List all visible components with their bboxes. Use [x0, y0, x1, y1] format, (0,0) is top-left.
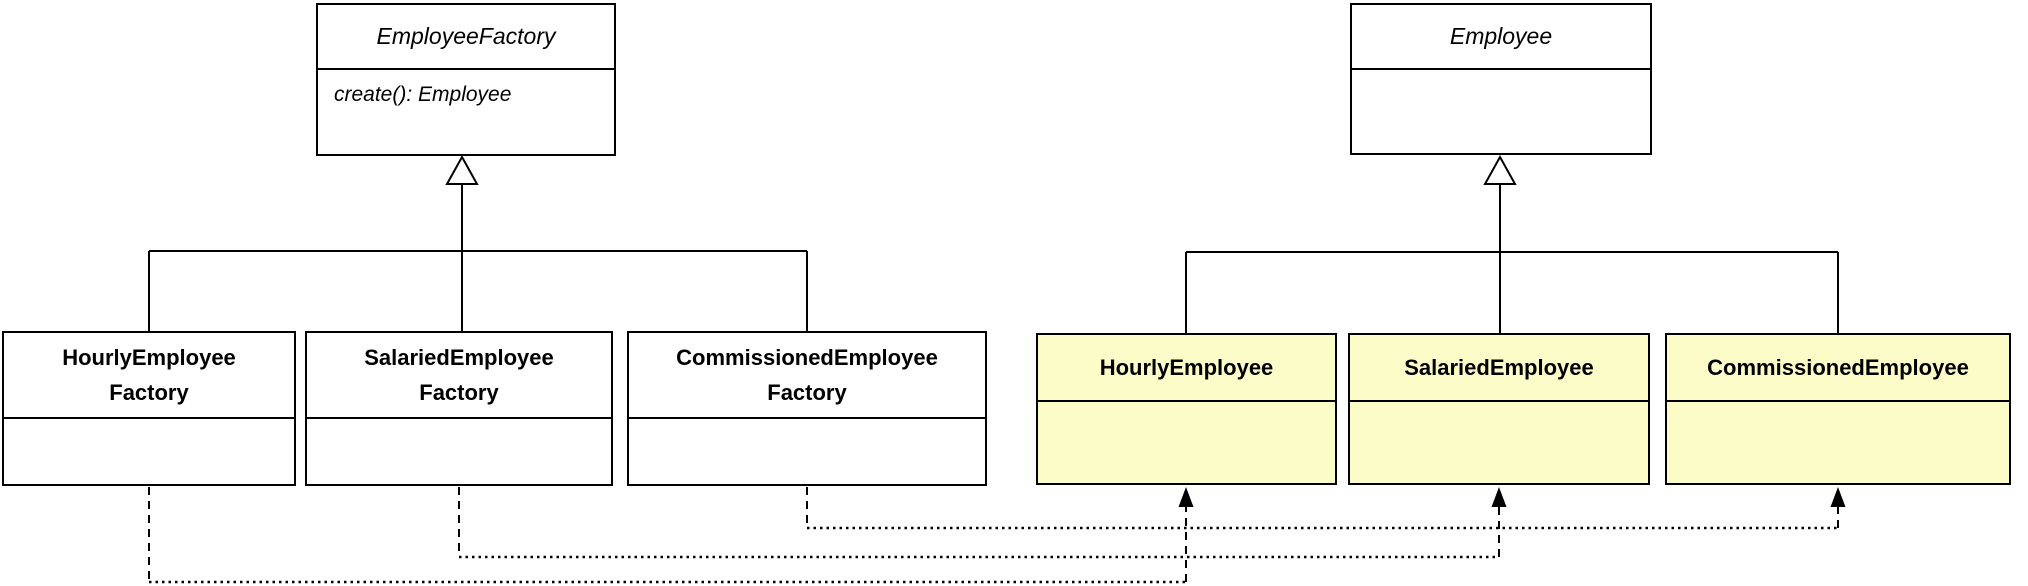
employee-inheritance-connector: [1185, 154, 1839, 333]
class-title-line1: SalariedEmployee: [364, 345, 554, 370]
class-title-line1: CommissionedEmployee: [676, 345, 938, 370]
factory-inheritance-connector: [148, 154, 808, 331]
method-create: create(): Employee: [334, 83, 512, 106]
class-title: Employee: [1449, 23, 1553, 49]
class-title: EmployeeFactory: [376, 23, 556, 49]
generalization-triangle-icon: [445, 154, 479, 185]
dependency-salaried-connector: [458, 487, 1507, 559]
class-box-hourly-employee: HourlyEmployee: [1036, 333, 1337, 485]
methods-compartment: [1038, 400, 1335, 483]
class-box-employee-factory: EmployeeFactory create(): Employee: [316, 3, 616, 156]
methods-compartment: [629, 417, 985, 484]
class-title: HourlyEmployee: [1099, 355, 1274, 380]
class-box-hourly-employee-factory: HourlyEmployee Factory: [2, 331, 296, 486]
class-title-line2: Factory: [109, 380, 189, 405]
methods-compartment: [1352, 68, 1650, 153]
class-title-line2: Factory: [767, 380, 847, 405]
class-box-salaried-employee: SalariedEmployee: [1348, 333, 1650, 485]
class-title: HourlyEmployee Factory: [4, 333, 294, 417]
class-box-commissioned-employee-factory: CommissionedEmployee Factory: [627, 331, 987, 486]
class-box-salaried-employee-factory: SalariedEmployee Factory: [305, 331, 613, 486]
dependency-arrowhead-icon: [1830, 487, 1846, 507]
methods-compartment: [1667, 400, 2009, 483]
methods-compartment: [1350, 400, 1648, 483]
class-title: SalariedEmployee Factory: [307, 333, 611, 417]
class-title: SalariedEmployee: [1404, 355, 1594, 380]
class-box-employee: Employee: [1350, 3, 1652, 155]
class-title: CommissionedEmployee: [1707, 355, 1969, 380]
methods-compartment: [307, 417, 611, 484]
class-title: CommissionedEmployee Factory: [629, 333, 985, 417]
dependency-commissioned-connector: [806, 487, 1846, 530]
class-title-line1: HourlyEmployee: [62, 345, 236, 370]
dependency-hourly-connector: [148, 487, 1194, 584]
generalization-triangle-icon: [1483, 154, 1517, 185]
class-box-commissioned-employee: CommissionedEmployee: [1665, 333, 2011, 485]
methods-compartment: [4, 417, 294, 484]
class-title-line2: Factory: [419, 380, 499, 405]
dependency-arrowhead-icon: [1178, 487, 1194, 507]
methods-compartment: create(): Employee: [318, 68, 614, 154]
dependency-arrowhead-icon: [1491, 487, 1507, 507]
